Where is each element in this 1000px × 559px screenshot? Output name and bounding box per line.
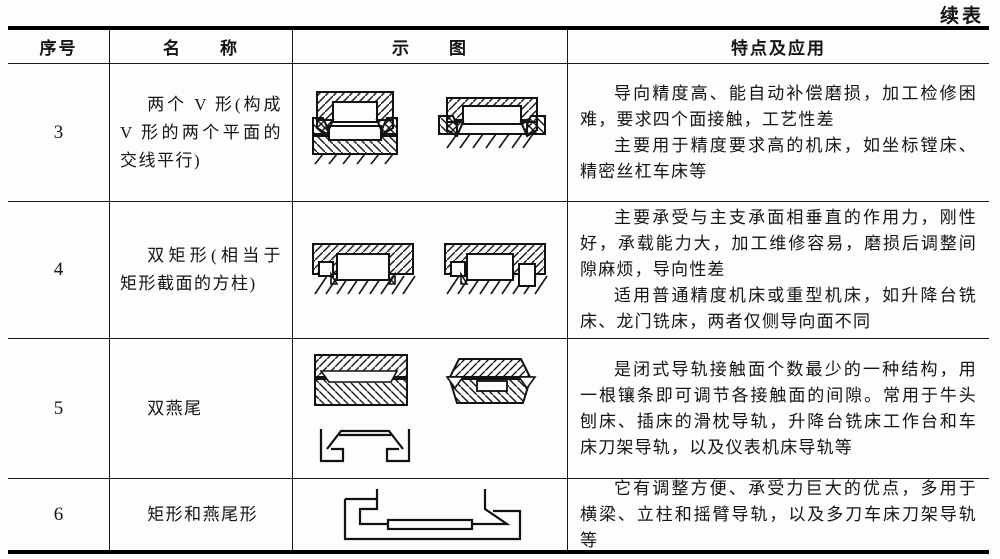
col-header-number: 序号 <box>8 30 110 64</box>
features-cell: 主要承受与主支承面相垂直的作用力，刚性好，承载能力大，加工维修容易，磨损后调整间… <box>568 202 989 339</box>
diagram-cell-row4 <box>293 202 568 339</box>
double-dovetail-section-b-icon <box>445 358 537 404</box>
guideway-name: 双燕尾 <box>110 339 293 479</box>
feature-paragraph: 主要承受与主支承面相垂直的作用力，刚性好，承载能力大，加工维修容易，磨损后调整间… <box>580 208 977 279</box>
double-dovetail-section-a-icon <box>314 354 408 406</box>
continued-table-label: 续表 <box>939 6 984 27</box>
feature-paragraph: 是闭式导轨接触面个数最少的一种结构，用一根镶条即可调节各接触面的间隙。常用于牛头… <box>580 359 977 457</box>
feature-paragraph: 它有调整方便、承受力巨大的优点，多用于横梁、立柱和摇臂导轨，以及多刀车床刀架导轨… <box>580 479 977 550</box>
rectangular-dovetail-profile-outline-icon <box>343 489 522 541</box>
feature-paragraph: 导向精度高、能自动补偿磨损，加工检修困难，要求四个面接触，工艺性差 <box>580 83 977 129</box>
feature-paragraph: 适用普通精度机床或重型机床，如升降台铣床、龙门铣床，两者仅侧导向面不同 <box>580 286 977 331</box>
guideway-name-text: 矩形和燕尾形 <box>147 504 259 524</box>
features-cell: 它有调整方便、承受力巨大的优点，多用于横梁、立柱和摇臂导轨，以及多刀车床刀架导轨… <box>568 479 989 550</box>
diagram-cell-row5 <box>293 339 568 479</box>
features-cell: 是闭式导轨接触面个数最少的一种结构，用一根镶条即可调节各接触面的间隙。常用于牛头… <box>568 339 989 479</box>
diagram-cell-row3 <box>293 64 568 202</box>
guideway-name: 双矩形(相当于矩形截面的方柱) <box>110 202 293 339</box>
closed-double-v-section-icon <box>312 91 398 165</box>
dovetail-profile-outline-icon <box>319 429 411 463</box>
row-number: 5 <box>8 339 110 479</box>
col-header-diagram: 示 图 <box>293 30 568 64</box>
guideway-table: 序号 名 称 示 图 特点及应用 3 两个 V 形(构成 V 形的两个平面的交线… <box>8 26 989 554</box>
diagram-cell-row6 <box>293 479 568 550</box>
row-number: 6 <box>8 479 110 550</box>
features-cell: 导向精度高、能自动补偿磨损，加工检修困难，要求四个面接触，工艺性差 主要用于精度… <box>568 64 989 202</box>
col-header-features: 特点及应用 <box>568 30 989 64</box>
double-rectangular-section-b-icon <box>444 243 548 295</box>
col-header-name: 名 称 <box>110 30 293 64</box>
double-rectangular-section-a-icon <box>312 243 416 295</box>
row-number: 4 <box>8 202 110 339</box>
guideway-name-text: 双矩形(相当于矩形截面的方柱) <box>120 246 282 293</box>
guideway-name: 两个 V 形(构成 V 形的两个平面的交线平行) <box>110 64 293 202</box>
guideway-name-text: 两个 V 形(构成 V 形的两个平面的交线平行) <box>120 94 282 170</box>
guideway-name: 矩形和燕尾形 <box>110 479 293 550</box>
feature-paragraph: 主要用于精度要求高的机床，如坐标镗床、精密丝杠车床等 <box>580 135 977 181</box>
open-double-v-section-icon <box>438 97 546 149</box>
row-number: 3 <box>8 64 110 202</box>
guideway-name-text: 双燕尾 <box>147 398 203 418</box>
